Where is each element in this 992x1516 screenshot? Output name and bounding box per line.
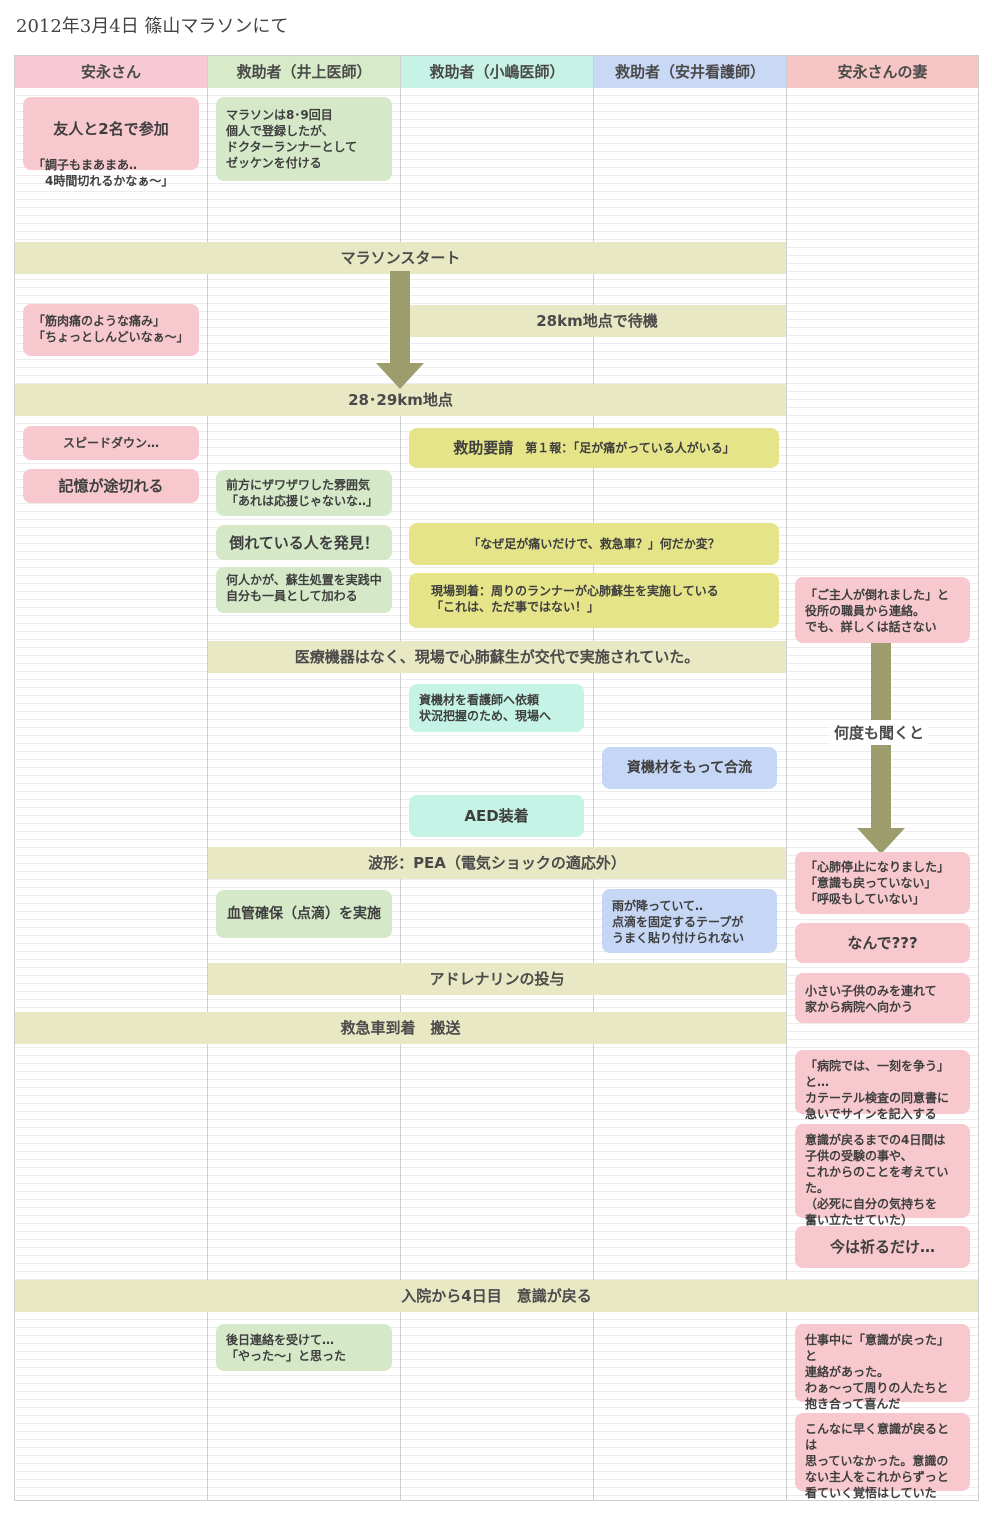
header-yasunaga: 安永さん (15, 56, 207, 88)
note-join-cpr: 何人かが、蘇生処置を実践中 自分も一員として加わる (216, 567, 392, 613)
note-later: 後日連絡を受けて… 「やった〜」と思った (216, 1324, 392, 1371)
note-noise: 前方にザワザワした雰囲気 「あれは応援じゃないな‥」 (216, 470, 392, 516)
note-rescue-request: 救助要請 第１報：「足が痛がっている人がいる」 (409, 428, 779, 468)
note-to-hospital: 小さい子供のみを連れて 家から病院へ向かう (795, 973, 970, 1023)
note-resolve: こんなに早く意識が戻るとは 思っていなかった。意識の ない主人をこれからずっと … (795, 1413, 970, 1500)
note-title: 友人と2名で参加 (53, 120, 169, 138)
band-pea: 波形：PEA（電気ショックの適応外） (208, 847, 786, 879)
note-cardiac-arrest: 「心肺停止になりました」 「意識も戻っていない」 「呼吸もしていない」 (795, 852, 970, 914)
note-rain: 雨が降っていて‥ 点滴を固定するテープが うまく貼り付けられない (602, 889, 777, 953)
timeline-board (14, 55, 979, 1501)
note-recovered: 仕事中に「意識が戻った」と 連絡があった。 わぁ〜って周りの人たちと 抱き合って… (795, 1324, 970, 1411)
note-registration: マラソンは8･9回目 個人で登録したが、 ドクターランナーとして ゼッケンを付け… (216, 97, 392, 181)
note-why: なんで??? (795, 923, 970, 963)
column-divider (786, 55, 787, 1501)
note-speed-down: スピードダウン… (23, 426, 199, 460)
header-yasui: 救助者（安井看護師） (594, 56, 786, 88)
note-ask-nurse: 資機材を看護師へ依頼 状況把握のため、現場へ (409, 684, 584, 732)
header-kojima: 救助者（小嶋医師） (401, 56, 593, 88)
band-marathon-start: マラソンスタート (15, 242, 786, 274)
header-inoue: 救助者（井上医師） (208, 56, 400, 88)
note-memory-lost: 記憶が途切れる (23, 469, 199, 503)
request-title: 救助要請 (453, 439, 514, 457)
note-text: 「調子もまあまあ‥ 4時間切れるかなぁ〜」 (33, 158, 174, 188)
column-divider (593, 55, 594, 1501)
note-iv: 血管確保（点滴）を実施 (216, 890, 392, 938)
page-title: 2012年3月4日 篠山マラソンにて (16, 16, 289, 37)
note-call: 「ご主人が倒れました」と 役所の職員から連絡。 でも、詳しくは話さない (795, 577, 970, 643)
header-wife: 安永さんの妻 (787, 56, 978, 88)
note-arrival: 現場到着：周りのランナーが心肺蘇生を実施している 「これは、ただ事ではない！」 (409, 573, 779, 628)
note-why-ambulance: 「なぜ足が痛いだけで、救急車？」何だか変？ (409, 523, 779, 565)
note-pain: 「筋肉痛のような痛み」 「ちょっとしんどいなぁ〜」 (23, 304, 199, 356)
down-arrow-icon (857, 640, 905, 854)
request-detail: 第１報：「足が痛がっている人がいる」 (525, 441, 735, 455)
note-pray: 今は祈るだけ… (795, 1226, 970, 1268)
band-adrenaline: アドレナリンの投与 (208, 963, 786, 995)
note-found: 倒れている人を発見！ (216, 525, 392, 560)
band-standby-28km: 28km地点で待機 (408, 305, 786, 337)
band-cpr: 医療機器はなく、現場で心肺蘇生が交代で実施されていた。 (208, 641, 786, 673)
asking-label: 何度も聞くと (830, 720, 929, 745)
down-arrow-icon (376, 271, 424, 389)
note-join: 友人と2名で参加 「調子もまあまあ‥ 4時間切れるかなぁ〜」 (23, 97, 199, 188)
band-recovery: 入院から4日目 意識が戻る (15, 1280, 978, 1312)
band-ambulance: 救急車到着 搬送 (15, 1012, 786, 1044)
note-four-days: 意識が戻るまでの4日間は 子供の受験の事や、 これからのことを考えていた。 （必… (795, 1124, 970, 1227)
column-divider (400, 55, 401, 1501)
band-28-29km: 28･29km地点 (15, 384, 786, 416)
note-consent: 「病院では、一刻を争う」と… カテーテル検査の同意書に 急いでサインを記入する (795, 1050, 970, 1121)
note-aed: AED装着 (409, 795, 584, 837)
column-divider (207, 55, 208, 1501)
note-equipment: 資機材をもって合流 (602, 747, 777, 789)
